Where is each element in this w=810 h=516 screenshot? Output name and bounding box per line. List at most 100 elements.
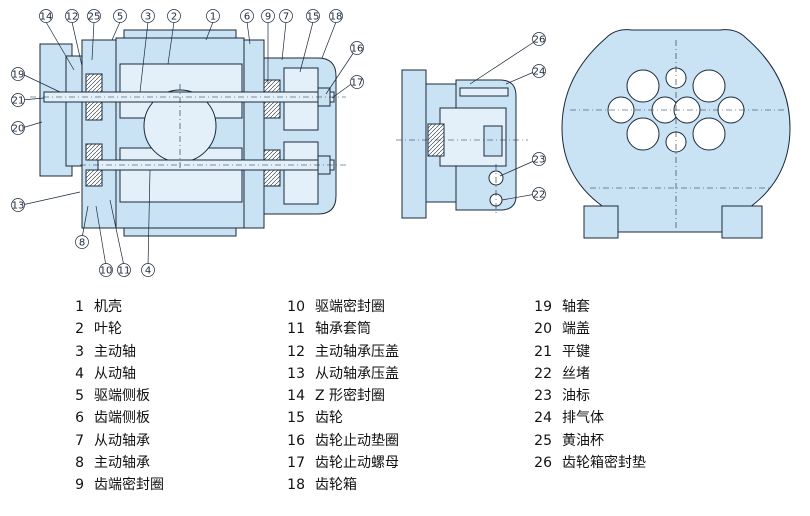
legend-number: 22 <box>534 365 552 382</box>
legend-label: 轴承套筒 <box>315 321 371 338</box>
svg-text:16: 16 <box>351 44 364 55</box>
legend-number: 18 <box>287 477 305 494</box>
svg-text:11: 11 <box>118 266 131 277</box>
legend-number: 3 <box>75 343 84 360</box>
legend-label: 机壳 <box>94 299 122 315</box>
svg-text:9: 9 <box>265 12 271 23</box>
legend-item: 12 主动轴承压盖 <box>283 341 533 363</box>
drive-bearing-8 <box>85 73 103 93</box>
legend-item: 8 主动轴承 <box>62 452 312 474</box>
legend-number: 23 <box>534 388 552 405</box>
legend-label: 从动轴承 <box>94 432 150 449</box>
svg-text:2: 2 <box>171 12 177 23</box>
callout-labels-left: 14 12 25 5 3 2 1 6 9 7 15 18 16 17 19 21… <box>12 12 364 277</box>
legend-item: 19 轴套 <box>530 296 780 318</box>
legend-item: 4 从动轴 <box>62 363 312 385</box>
legend-number: 8 <box>75 455 84 472</box>
legend-label: 端盖 <box>562 321 590 338</box>
legend-number: 2 <box>75 321 84 338</box>
legend-label: 齿轮箱 <box>315 477 357 494</box>
callouts-left <box>11 9 364 277</box>
callouts-middle <box>469 32 546 201</box>
legend-label: 排气体 <box>562 410 604 427</box>
legend-label: 驱端密封圈 <box>315 299 385 315</box>
legend-label: 叶轮 <box>94 321 122 338</box>
legend-label: 齿轮 <box>315 410 343 427</box>
legend-number: 12 <box>287 343 305 360</box>
legend-label: 从动轴承压盖 <box>315 365 399 382</box>
svg-text:8: 8 <box>79 238 85 249</box>
legend-number: 19 <box>534 299 552 315</box>
legend-number: 16 <box>287 432 305 449</box>
legend-label: 主动轴承 <box>94 455 150 472</box>
legend-number: 6 <box>75 410 84 427</box>
svg-text:15: 15 <box>307 12 320 23</box>
legend-label: 丝堵 <box>562 365 590 382</box>
legend-number: 13 <box>287 365 305 382</box>
legend-number: 1 <box>75 299 84 315</box>
legend-item: 20 端盖 <box>530 318 780 340</box>
legend-item: 24 排气体 <box>530 407 780 429</box>
svg-text:1: 1 <box>210 12 216 23</box>
legend-label: 驱端侧板 <box>94 388 150 405</box>
legend-label: 齿轮止动螺母 <box>315 455 399 472</box>
legend-label: 平键 <box>562 343 590 360</box>
legend-item: 13 从动轴承压盖 <box>283 363 533 385</box>
svg-text:19: 19 <box>12 70 25 81</box>
legend-label: 齿轮箱密封垫 <box>562 455 646 472</box>
svg-text:4: 4 <box>145 266 151 277</box>
legend-label: Z 形密封圈 <box>315 388 386 405</box>
legend-item: 2 叶轮 <box>62 318 312 340</box>
legend-label: 黄油杯 <box>562 432 604 449</box>
legend-item: 23 油标 <box>530 385 780 407</box>
legend-item: 22 丝堵 <box>530 363 780 385</box>
legend-label: 轴套 <box>562 299 590 315</box>
svg-text:24: 24 <box>533 67 546 78</box>
legend-number: 11 <box>287 321 305 338</box>
svg-text:20: 20 <box>12 124 25 135</box>
svg-text:21: 21 <box>12 96 25 107</box>
pump-assembly-diagram: 14 12 25 5 3 2 1 6 9 7 15 18 16 17 19 21… <box>11 9 791 277</box>
svg-text:12: 12 <box>66 12 79 23</box>
drive-side-plate-5 <box>81 39 117 229</box>
svg-text:18: 18 <box>330 12 343 23</box>
gearbox-view <box>401 69 517 219</box>
legend-number: 20 <box>534 321 552 338</box>
legend-label: 主动轴 <box>94 343 136 360</box>
svg-text:26: 26 <box>533 35 546 46</box>
svg-text:22: 22 <box>533 190 546 201</box>
svg-text:23: 23 <box>533 155 546 166</box>
legend-label: 主动轴承压盖 <box>315 343 399 360</box>
legend-label: 油标 <box>562 388 590 405</box>
svg-text:6: 6 <box>244 12 250 23</box>
svg-text:5: 5 <box>117 12 123 23</box>
legend-label: 齿端密封圈 <box>94 477 164 494</box>
legend-label: 齿轮止动垫圈 <box>315 432 399 449</box>
svg-text:10: 10 <box>100 266 113 277</box>
legend-item: 1 机壳 <box>62 296 312 318</box>
legend-number: 7 <box>75 432 84 449</box>
svg-text:7: 7 <box>283 12 289 23</box>
legend-number: 5 <box>75 388 84 405</box>
section-view <box>39 29 337 237</box>
svg-text:3: 3 <box>145 12 151 23</box>
legend-item: 7 从动轴承 <box>62 430 312 452</box>
legend-number: 24 <box>534 410 552 427</box>
legend-item: 18 齿轮箱 <box>283 474 533 496</box>
legend-number: 4 <box>75 365 84 382</box>
callout-labels-middle: 26 24 23 22 <box>533 35 546 201</box>
legend-item: 3 主动轴 <box>62 341 312 363</box>
legend-item: 5 驱端侧板 <box>62 385 312 407</box>
svg-text:14: 14 <box>40 12 53 23</box>
legend-label: 从动轴 <box>94 365 136 382</box>
